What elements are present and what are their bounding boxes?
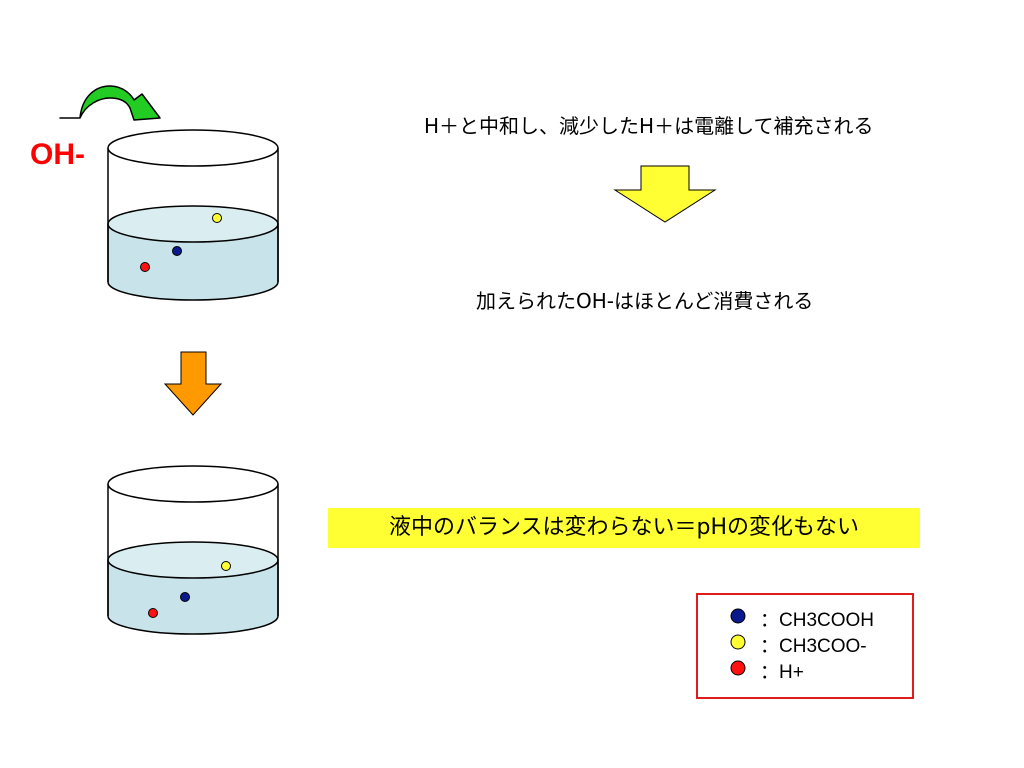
beaker-after bbox=[107, 465, 279, 635]
legend-label-ch3coo-minus: ：CH3COO- bbox=[760, 636, 867, 657]
step-consumption-text: 加えられたOH-はほとんど消費される bbox=[476, 289, 814, 313]
legend-dot-ch3coo-minus bbox=[730, 634, 746, 650]
conclusion-banner: 液中のバランスは変わらない＝pHの変化もない bbox=[328, 508, 920, 548]
beaker-before-liquid-surface bbox=[107, 205, 279, 243]
particle-ch3coo-minus bbox=[221, 561, 231, 571]
legend-dot-ch3cooh bbox=[730, 608, 746, 624]
step-neutralization-text: H＋と中和し、減少したH＋は電離して補充される bbox=[424, 114, 874, 138]
particle-ch3cooh bbox=[172, 246, 182, 256]
legend-box: ：CH3COOH ：CH3COO- ：H+ bbox=[696, 593, 914, 699]
particle-ch3coo-minus bbox=[212, 213, 222, 223]
beaker-before bbox=[107, 129, 279, 301]
particle-h-plus bbox=[148, 608, 158, 618]
legend-label-h-plus: ：H+ bbox=[760, 662, 804, 683]
beaker-after-rim bbox=[107, 465, 279, 503]
yellow-down-arrow bbox=[613, 165, 717, 223]
particle-h-plus bbox=[140, 262, 150, 272]
legend-dot-h-plus bbox=[730, 660, 746, 676]
beaker-before-rim bbox=[107, 129, 279, 167]
added-oh-label: OH- bbox=[30, 138, 85, 171]
particle-ch3cooh bbox=[180, 592, 190, 602]
orange-down-arrow bbox=[163, 351, 223, 416]
beaker-before-liquid bbox=[107, 223, 279, 301]
legend-label-ch3cooh: ：CH3COOH bbox=[760, 610, 875, 631]
beaker-after-liquid-surface bbox=[107, 541, 279, 579]
add-oh-curved-arrow bbox=[59, 85, 161, 121]
